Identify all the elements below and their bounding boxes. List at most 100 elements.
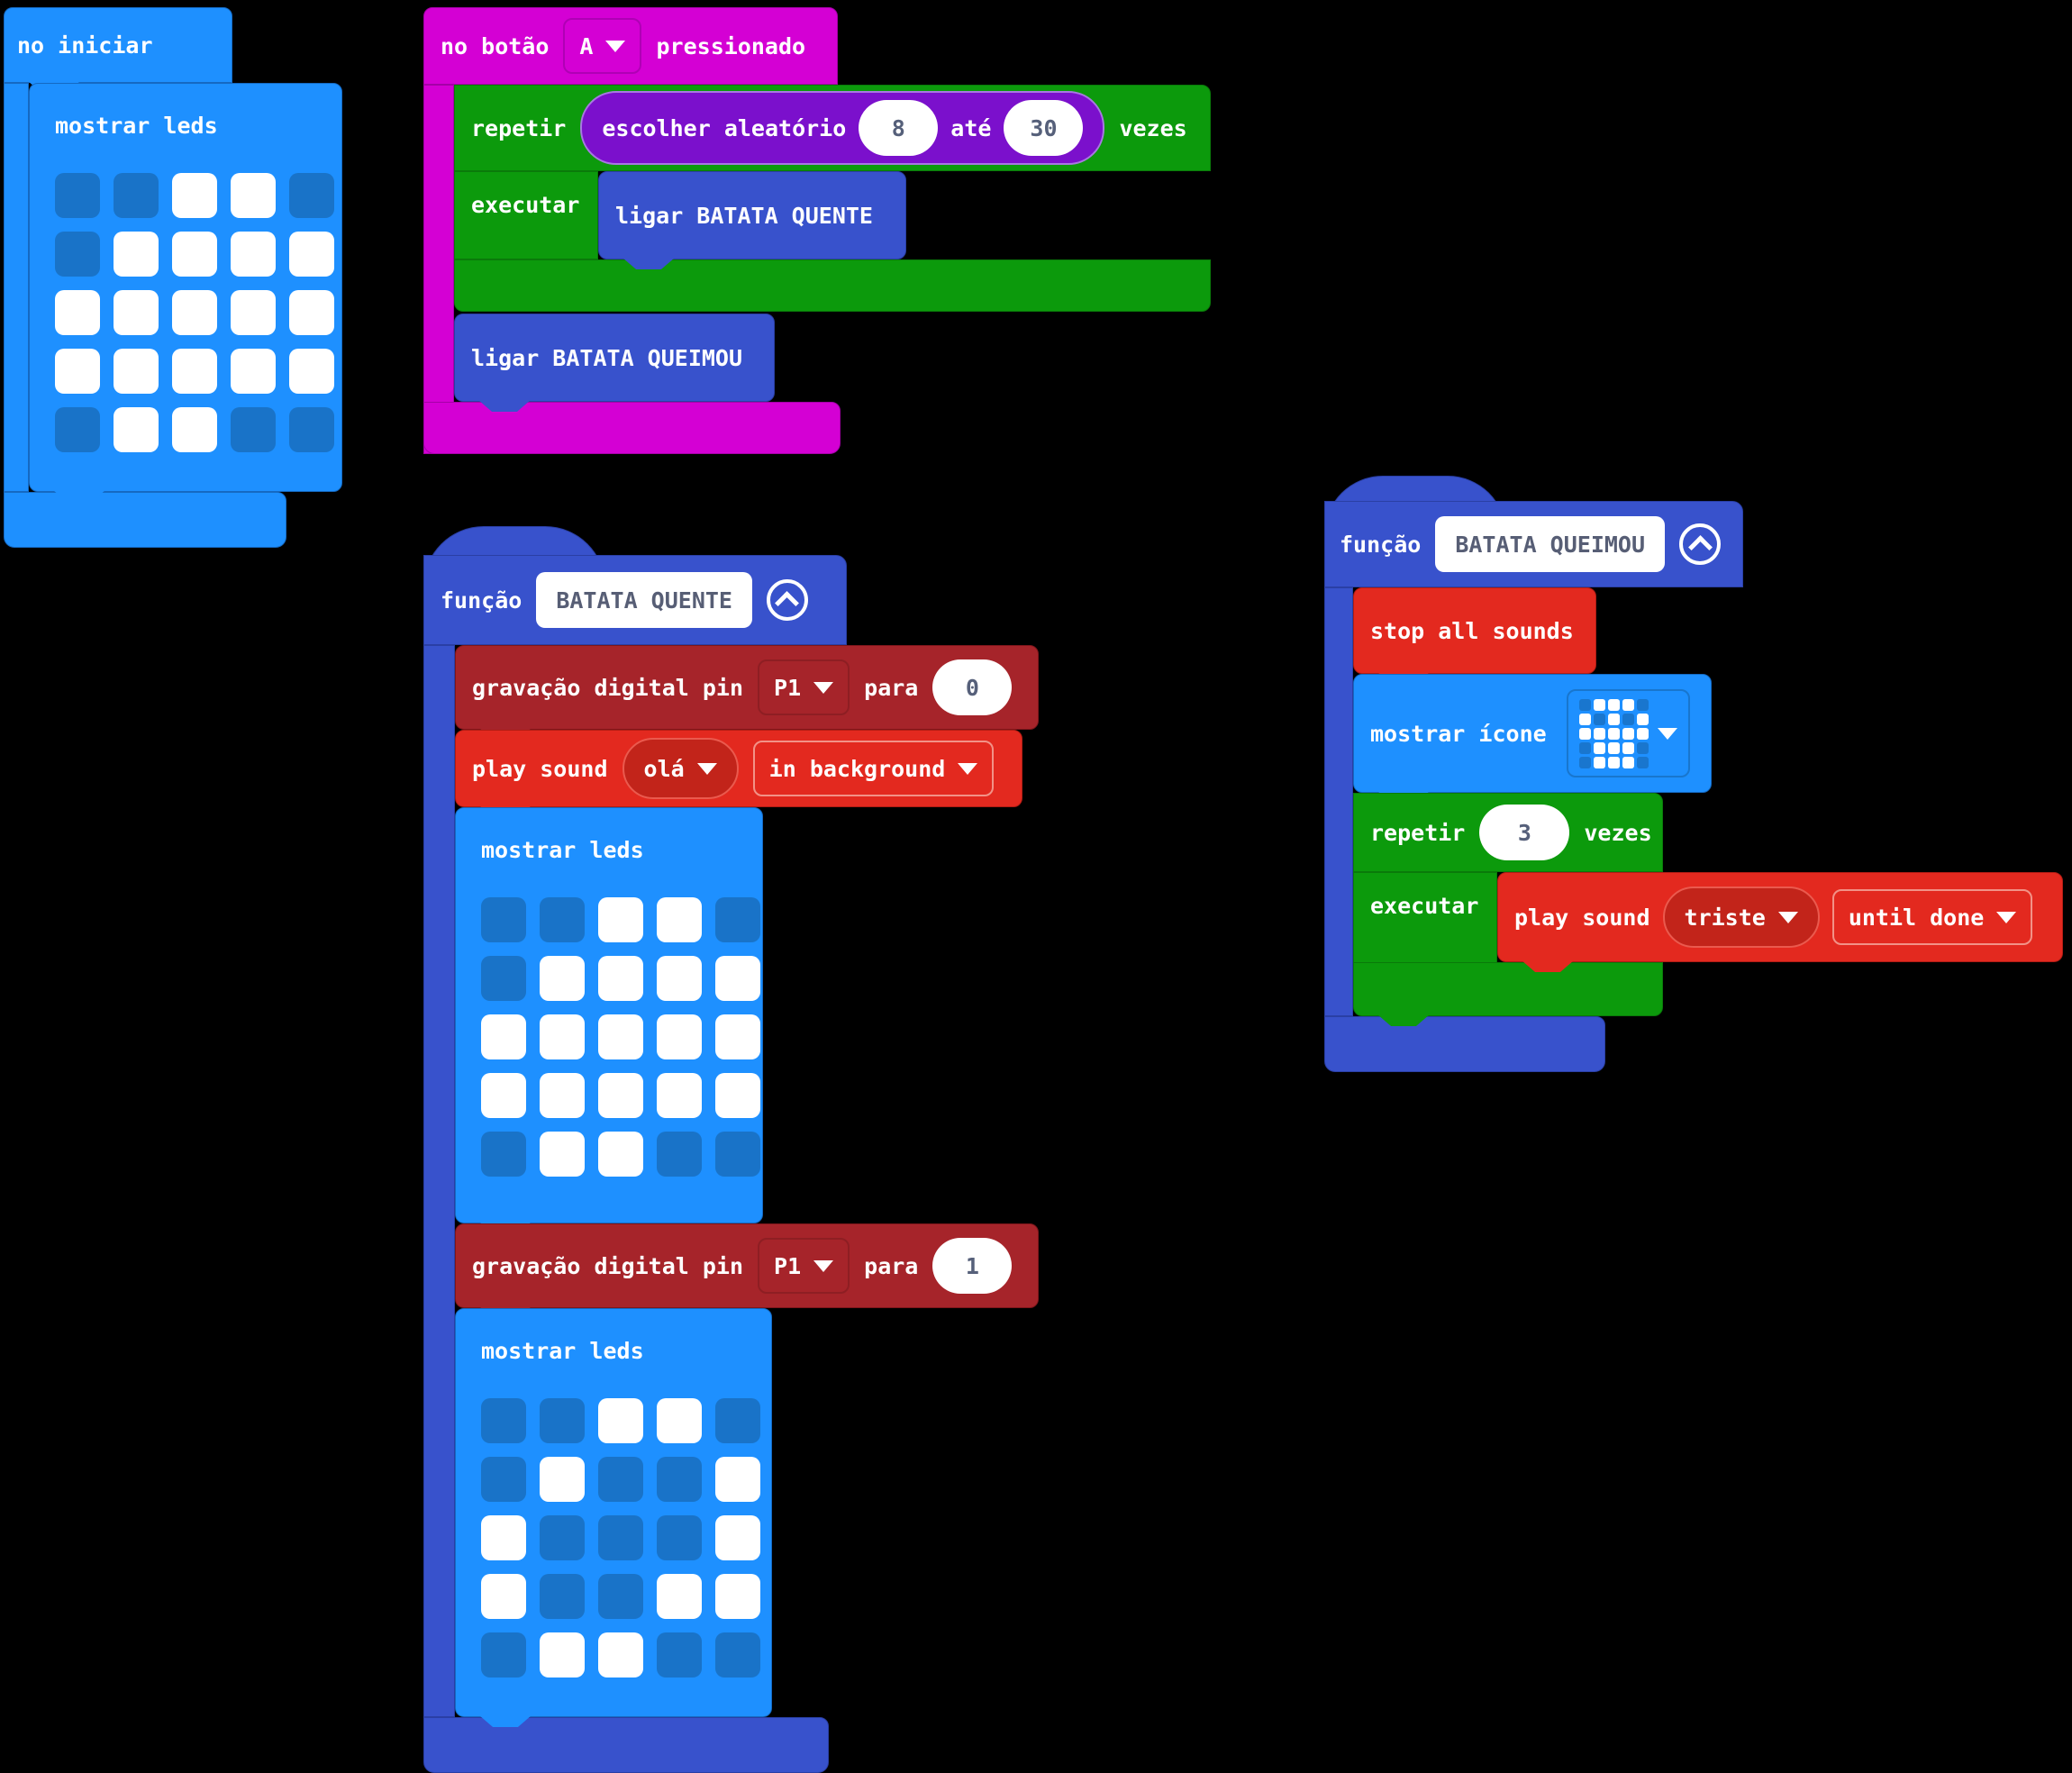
- random-max-field[interactable]: 30: [1004, 100, 1084, 156]
- collapse-button[interactable]: [766, 579, 808, 621]
- block-show-icon[interactable]: mostrar ícone: [1353, 674, 1712, 803]
- led-pixel[interactable]: [657, 1574, 702, 1619]
- led-pixel[interactable]: [540, 1398, 585, 1443]
- sound-dropdown[interactable]: olá: [622, 738, 739, 799]
- repeat-count-field[interactable]: 3: [1479, 805, 1570, 860]
- led-pixel[interactable]: [540, 1515, 585, 1560]
- led-pixel[interactable]: [481, 1574, 526, 1619]
- led-pixel[interactable]: [715, 1398, 760, 1443]
- led-pixel[interactable]: [715, 897, 760, 942]
- led-pixel[interactable]: [289, 290, 334, 335]
- block-stop-all-sounds[interactable]: stop all sounds: [1353, 587, 1596, 684]
- digital-write-value-field[interactable]: 1: [932, 1238, 1013, 1294]
- led-pixel[interactable]: [540, 956, 585, 1001]
- led-pixel[interactable]: [715, 1132, 760, 1177]
- led-pixel[interactable]: [231, 407, 276, 452]
- led-pixel[interactable]: [657, 1632, 702, 1678]
- block-pick-random[interactable]: escolher aleatório 8 até 30: [580, 91, 1105, 165]
- pin-dropdown[interactable]: P1: [758, 659, 850, 715]
- led-pixel[interactable]: [657, 1132, 702, 1177]
- led-pixel[interactable]: [657, 1515, 702, 1560]
- block-function-def-queimou[interactable]: função BATATA QUEIMOU: [1324, 501, 1743, 587]
- led-pixel[interactable]: [114, 173, 159, 218]
- led-pixel[interactable]: [172, 290, 217, 335]
- led-pixel[interactable]: [657, 1073, 702, 1118]
- led-pixel[interactable]: [598, 897, 643, 942]
- led-pixel[interactable]: [540, 897, 585, 942]
- block-digital-write-0[interactable]: gravação digital pin P1 para 0: [455, 645, 1039, 740]
- led-pixel[interactable]: [598, 1398, 643, 1443]
- function-name-field[interactable]: BATATA QUEIMOU: [1435, 516, 1666, 572]
- led-pixel[interactable]: [231, 349, 276, 394]
- led-pixel[interactable]: [715, 1574, 760, 1619]
- block-on-button-pressed[interactable]: no botão A pressionado: [423, 7, 838, 85]
- block-call-batata-queimou[interactable]: ligar BATATA QUEIMOU: [454, 314, 775, 412]
- led-pixel[interactable]: [540, 1574, 585, 1619]
- led-pixel[interactable]: [715, 1014, 760, 1059]
- led-pixel[interactable]: [55, 173, 100, 218]
- led-pixel[interactable]: [540, 1014, 585, 1059]
- digital-write-value-field[interactable]: 0: [932, 659, 1013, 715]
- led-pixel[interactable]: [114, 407, 159, 452]
- led-pixel[interactable]: [657, 1014, 702, 1059]
- led-pixel[interactable]: [55, 232, 100, 277]
- led-pixel[interactable]: [481, 1632, 526, 1678]
- led-pixel[interactable]: [481, 897, 526, 942]
- led-pixel[interactable]: [598, 956, 643, 1001]
- led-pixel[interactable]: [481, 1132, 526, 1177]
- led-pixel[interactable]: [540, 1632, 585, 1678]
- led-pixel[interactable]: [481, 1073, 526, 1118]
- led-pixel[interactable]: [715, 1515, 760, 1560]
- block-play-sound-triste[interactable]: play sound triste until done: [1497, 872, 2063, 972]
- led-pixel[interactable]: [598, 1132, 643, 1177]
- block-digital-write-1[interactable]: gravação digital pin P1 para 1: [455, 1223, 1039, 1318]
- block-show-leds[interactable]: mostrar leds: [29, 83, 342, 502]
- led-pixel[interactable]: [715, 1073, 760, 1118]
- led-pixel[interactable]: [172, 232, 217, 277]
- led-pixel[interactable]: [114, 232, 159, 277]
- led-pixel[interactable]: [172, 407, 217, 452]
- led-pixel[interactable]: [598, 1632, 643, 1678]
- led-pixel[interactable]: [540, 1132, 585, 1177]
- led-pixel[interactable]: [598, 1014, 643, 1059]
- led-pixel[interactable]: [289, 349, 334, 394]
- led-pixel[interactable]: [715, 956, 760, 1001]
- led-pixel[interactable]: [114, 349, 159, 394]
- pin-dropdown[interactable]: P1: [758, 1238, 850, 1294]
- function-name-field[interactable]: BATATA QUENTE: [536, 572, 752, 628]
- led-pixel[interactable]: [231, 232, 276, 277]
- block-function-def-quente[interactable]: função BATATA QUENTE: [423, 555, 847, 645]
- block-call-batata-quente[interactable]: ligar BATATA QUENTE: [598, 171, 906, 269]
- block-on-start[interactable]: no iniciar: [4, 7, 232, 93]
- led-pixel[interactable]: [715, 1632, 760, 1678]
- led-pixel[interactable]: [289, 173, 334, 218]
- icon-dropdown[interactable]: [1566, 689, 1690, 777]
- play-mode-dropdown[interactable]: in background: [752, 741, 995, 796]
- led-pixel[interactable]: [540, 1073, 585, 1118]
- led-pixel[interactable]: [231, 173, 276, 218]
- block-repeat-3[interactable]: repetir 3 vezes: [1353, 793, 1663, 872]
- random-min-field[interactable]: 8: [859, 100, 939, 156]
- led-pixel[interactable]: [289, 407, 334, 452]
- led-pixel[interactable]: [481, 956, 526, 1001]
- block-show-leds[interactable]: mostrar leds: [455, 807, 763, 1233]
- led-pixel[interactable]: [231, 290, 276, 335]
- led-pixel[interactable]: [114, 290, 159, 335]
- led-pixel[interactable]: [55, 290, 100, 335]
- led-pixel[interactable]: [481, 1515, 526, 1560]
- led-pixel[interactable]: [289, 232, 334, 277]
- led-pixel[interactable]: [55, 349, 100, 394]
- button-dropdown[interactable]: A: [563, 18, 642, 74]
- led-pixel[interactable]: [172, 349, 217, 394]
- led-pixel[interactable]: [481, 1014, 526, 1059]
- play-mode-dropdown[interactable]: until done: [1831, 889, 2033, 945]
- led-pixel[interactable]: [481, 1398, 526, 1443]
- led-pixel[interactable]: [55, 407, 100, 452]
- led-pixel[interactable]: [172, 173, 217, 218]
- led-pixel[interactable]: [715, 1457, 760, 1502]
- led-pixel[interactable]: [598, 1515, 643, 1560]
- collapse-button[interactable]: [1679, 523, 1722, 565]
- block-show-leds[interactable]: mostrar leds: [455, 1308, 772, 1727]
- led-pixel[interactable]: [598, 1574, 643, 1619]
- sound-dropdown[interactable]: triste: [1662, 886, 1820, 948]
